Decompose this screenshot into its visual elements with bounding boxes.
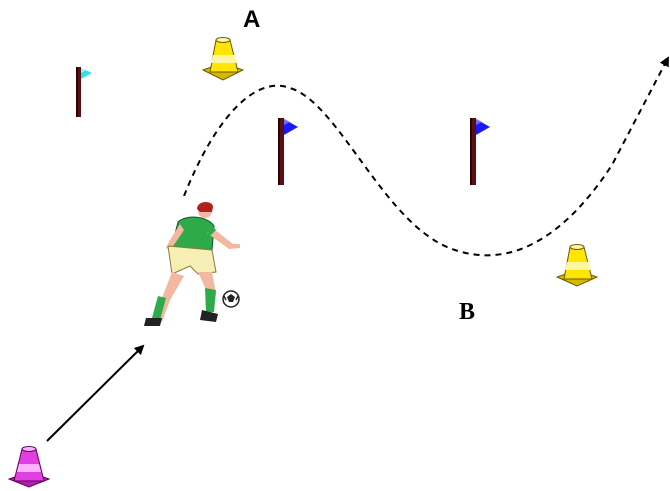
traffic-cone-icon: [201, 37, 245, 81]
flag-icon: [470, 118, 490, 185]
flag-icon: [278, 118, 298, 185]
traffic-cone-icon: [555, 244, 599, 287]
soccer-player-icon: [140, 196, 250, 331]
run-arrow: [46, 344, 145, 442]
label-a: A: [243, 6, 261, 33]
traffic-cone-icon: [7, 446, 51, 488]
soccer-ball-icon: [222, 290, 240, 308]
dribble-path: [183, 56, 669, 257]
flag-icon: [76, 67, 92, 117]
label-b: B: [459, 299, 476, 325]
